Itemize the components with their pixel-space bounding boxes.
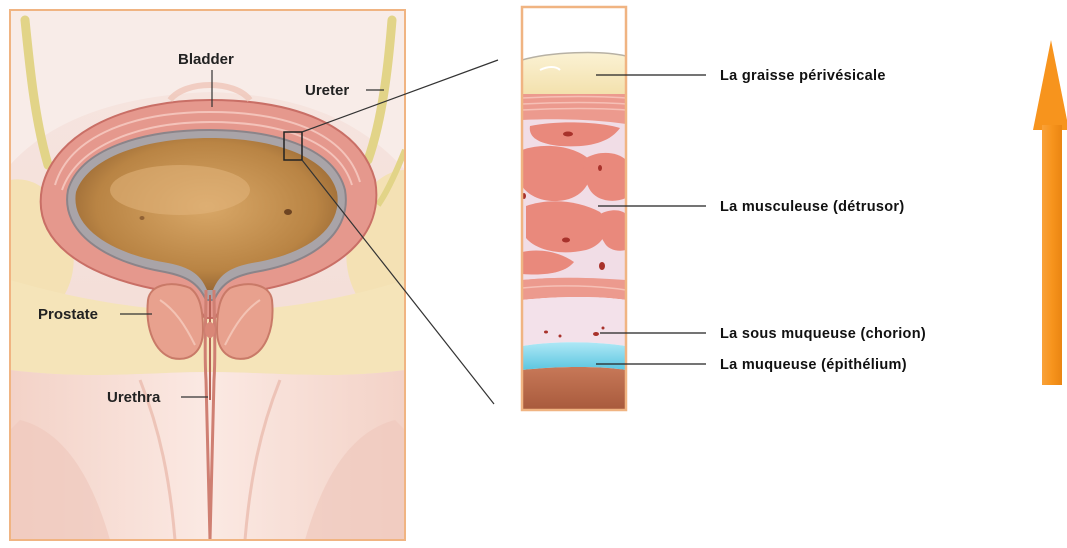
layer-labels: La graisse périvésicale La musculeuse (d… (596, 68, 926, 373)
label-layer-mucosa: La muqueuse (épithélium) (720, 357, 907, 373)
layer-submucosa-shape (522, 297, 626, 346)
bladder-wall-cross-section (522, 7, 626, 410)
arrow-up-icon (1033, 40, 1067, 385)
label-layer-muscle: La musculeuse (détrusor) (720, 199, 904, 215)
layer-mucosa-shape (522, 342, 626, 370)
label-prostate: Prostate (38, 306, 98, 323)
label-ureter: Ureter (305, 82, 349, 99)
layer-fat-shape (522, 53, 626, 94)
label-bladder: Bladder (178, 51, 234, 68)
label-layer-fat: La graisse périvésicale (720, 68, 886, 84)
label-layer-submucosa: La sous muqueuse (chorion) (720, 326, 926, 342)
label-urethra: Urethra (107, 389, 161, 406)
